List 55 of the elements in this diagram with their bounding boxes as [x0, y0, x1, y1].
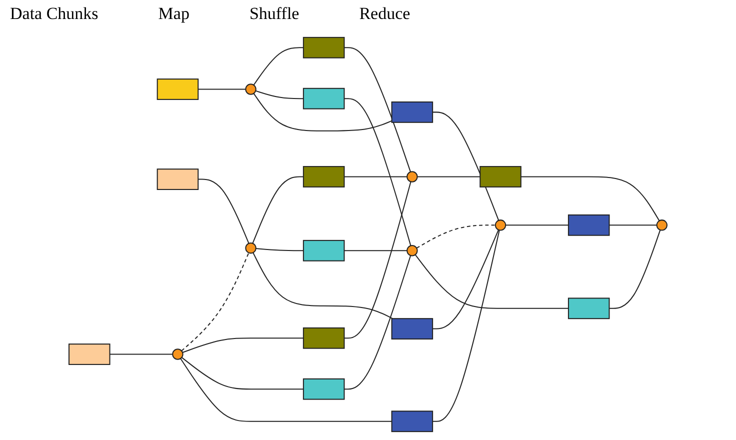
connector: [181, 252, 250, 352]
node-bar: [568, 298, 610, 320]
connector: [432, 230, 500, 422]
connector: [344, 176, 408, 178]
connector: [609, 230, 661, 309]
node-bar: [302, 88, 345, 110]
node-bar: [302, 378, 345, 400]
column-heading: Map: [158, 4, 190, 25]
connector: [609, 224, 657, 226]
node-bar: [391, 318, 434, 340]
connector: [253, 47, 304, 86]
node-bar: [568, 214, 610, 236]
node-bar: [302, 36, 345, 58]
connector: [110, 354, 173, 355]
connector: [256, 248, 304, 252]
connector: [253, 93, 392, 132]
connector: [182, 338, 304, 353]
connector: [344, 98, 412, 246]
node-bar: [156, 168, 199, 190]
node-bar: [68, 344, 110, 365]
connector: [520, 176, 660, 222]
connector: [180, 358, 392, 422]
node-bar: [391, 101, 434, 123]
connector: [252, 252, 393, 320]
node-circle: [172, 348, 184, 360]
node-bar: [302, 240, 345, 262]
connector: [252, 176, 304, 244]
column-heading: Reduce: [359, 4, 410, 25]
connector: [181, 357, 304, 390]
node-circle: [406, 245, 418, 256]
node-circle: [406, 171, 418, 182]
connector: [344, 250, 408, 252]
node-circle: [656, 220, 668, 231]
node-bar: [480, 166, 522, 188]
connector: [344, 182, 412, 339]
column-heading: Shuffle: [249, 4, 300, 25]
connector: [417, 176, 480, 178]
connector: [344, 255, 412, 390]
node-bar: [156, 78, 199, 100]
connector: [198, 178, 250, 244]
connector: [416, 224, 496, 249]
node-bar: [302, 166, 345, 188]
column-heading: Data Chunks: [10, 4, 98, 25]
node-circle: [245, 242, 256, 254]
node-bar: [391, 410, 434, 432]
node-circle: [494, 220, 506, 231]
connector: [255, 90, 304, 100]
connector: [432, 230, 499, 330]
connector: [344, 47, 411, 172]
node-bar: [302, 327, 345, 349]
connector: [506, 224, 568, 226]
connector: [432, 112, 500, 221]
connector: [198, 88, 246, 90]
connector: [414, 254, 568, 309]
node-circle: [245, 84, 256, 95]
